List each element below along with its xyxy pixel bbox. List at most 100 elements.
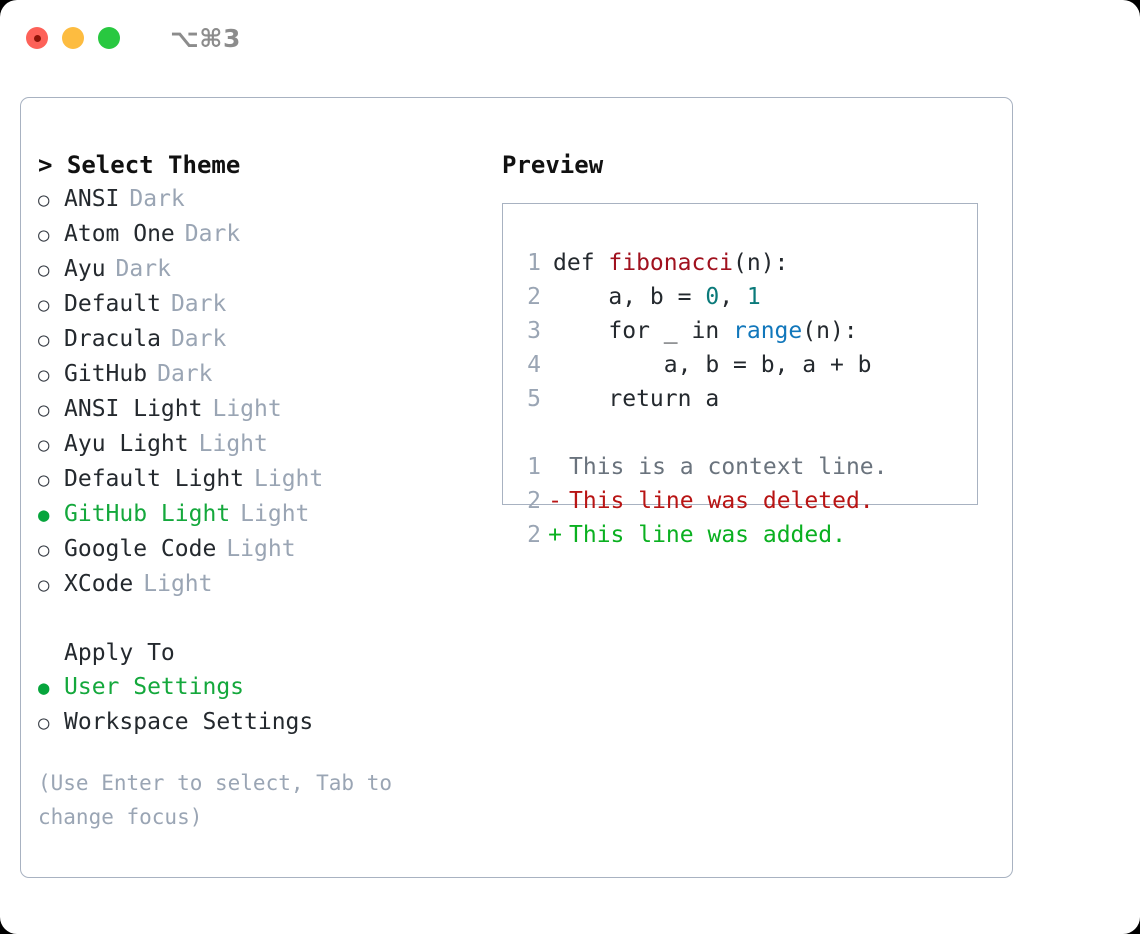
theme-variant-badge: Dark [157, 361, 213, 387]
theme-option-github-light[interactable]: ● GitHub Light Light [38, 497, 478, 532]
theme-option-label: Ayu [64, 256, 106, 282]
diff-line-text: This line was added. [569, 522, 846, 548]
code-token-plain: return a [553, 386, 720, 412]
theme-option-label: GitHub Light [64, 501, 231, 527]
diff-marker [541, 450, 569, 484]
code-token-plain: (n): [802, 318, 858, 344]
radio-unselected-icon: ○ [38, 294, 50, 316]
code-line: 2 a, b = 0, 1 [519, 280, 977, 314]
diff-sample: 1 This is a context line.2-This line was… [519, 450, 977, 552]
section-spacer [38, 602, 478, 636]
apply-to-option-workspace-settings[interactable]: ○ Workspace Settings [38, 705, 478, 740]
code-line-text: return a [553, 386, 719, 412]
theme-option-xcode[interactable]: ○ XCode Light [38, 567, 478, 602]
diff-line-added: 2 + This line was added. [519, 518, 977, 552]
traffic-light-group [26, 27, 120, 49]
diff-line-context: 1 This is a context line. [519, 450, 977, 484]
theme-option-label: Atom One [64, 221, 175, 247]
radio-unselected-icon: ○ [38, 329, 50, 351]
radio-unselected-icon: ○ [38, 399, 50, 421]
minimize-window-button[interactable] [62, 27, 84, 49]
code-token-plain: def [553, 250, 609, 276]
code-line: 1 def fibonacci(n): [519, 246, 977, 280]
radio-unselected-icon: ○ [38, 469, 50, 491]
radio-selected-icon: ● [38, 677, 50, 699]
code-token-fn: fibonacci [608, 250, 734, 276]
title-bar: ⌥⌘3 [0, 0, 1140, 76]
code-token-plain: a, b = b, a + b [553, 352, 872, 378]
code-line-number: 3 [527, 318, 541, 344]
code-token-plain: a, b = [553, 284, 706, 310]
code-token-plain: (n): [733, 250, 789, 276]
apply-to-option-list[interactable]: ● User Settings ○ Workspace Settings [38, 670, 478, 740]
theme-variant-badge: Light [143, 571, 213, 597]
keyboard-shortcut-label: ⌥⌘3 [170, 23, 241, 53]
theme-option-label: Default Light [64, 466, 245, 492]
radio-unselected-icon: ○ [38, 539, 50, 561]
code-line: 3 for _ in range(n): [519, 314, 977, 348]
code-line: 5 return a [519, 382, 977, 416]
theme-variant-badge: Light [240, 501, 310, 527]
theme-variant-badge: Light [254, 466, 324, 492]
diff-line-number: 2 [527, 488, 541, 514]
diff-line-number: 2 [527, 522, 541, 548]
radio-unselected-icon: ○ [38, 189, 50, 211]
theme-option-github[interactable]: ○ GitHub Dark [38, 357, 478, 392]
apply-to-option-label: Workspace Settings [64, 709, 314, 735]
radio-selected-icon: ● [38, 504, 50, 526]
code-token-num: 0 [705, 284, 720, 310]
theme-variant-badge: Dark [170, 291, 227, 317]
radio-unselected-icon: ○ [38, 434, 50, 456]
code-token-num: 1 [746, 284, 761, 310]
code-line-number: 2 [527, 284, 541, 310]
radio-unselected-icon: ○ [38, 364, 50, 386]
apply-to-option-label: User Settings [64, 674, 245, 700]
diff-line-number: 1 [527, 454, 541, 480]
maximize-window-button[interactable] [98, 27, 120, 49]
theme-option-label: ANSI [64, 186, 120, 212]
theme-option-label: Dracula [64, 326, 161, 352]
diff-line-deleted: 2-This line was deleted. [519, 484, 977, 518]
theme-option-ayu[interactable]: ○ Ayu Dark [38, 252, 478, 287]
code-diff-separator [519, 416, 977, 450]
theme-option-ansi[interactable]: ○ ANSI Dark [38, 182, 478, 217]
theme-variant-badge: Dark [184, 221, 241, 247]
apply-to-heading: Apply To [64, 640, 175, 666]
apply-to-option-user-settings[interactable]: ● User Settings [38, 670, 478, 705]
theme-variant-badge: Dark [115, 256, 171, 282]
keyboard-hint-text: (Use Enter to select, Tab to change focu… [38, 771, 393, 829]
code-line-text: for _ in range(n): [553, 318, 858, 344]
theme-variant-badge: Light [198, 431, 268, 457]
radio-unselected-icon: ○ [38, 259, 50, 281]
code-token-plain: , [719, 284, 747, 310]
select-theme-heading: > Select Theme [38, 151, 241, 179]
theme-option-label: XCode [64, 571, 134, 597]
diff-marker: + [548, 522, 562, 548]
theme-option-default-light[interactable]: ○ Default Light Light [38, 462, 478, 497]
code-line-number: 4 [527, 352, 541, 378]
code-line-text: a, b = 0, 1 [553, 284, 761, 310]
code-line-number: 1 [527, 250, 541, 276]
theme-option-label: GitHub [64, 361, 148, 387]
radio-unselected-icon: ○ [38, 712, 50, 734]
radio-unselected-icon: ○ [38, 574, 50, 596]
close-window-button[interactable] [26, 27, 48, 49]
diff-line-text: This line was deleted. [569, 488, 874, 514]
theme-variant-badge: Dark [129, 186, 185, 212]
diff-marker: - [548, 488, 562, 514]
diff-line-text: This is a context line. [569, 454, 888, 480]
code-line-text: def fibonacci(n): [553, 250, 788, 276]
